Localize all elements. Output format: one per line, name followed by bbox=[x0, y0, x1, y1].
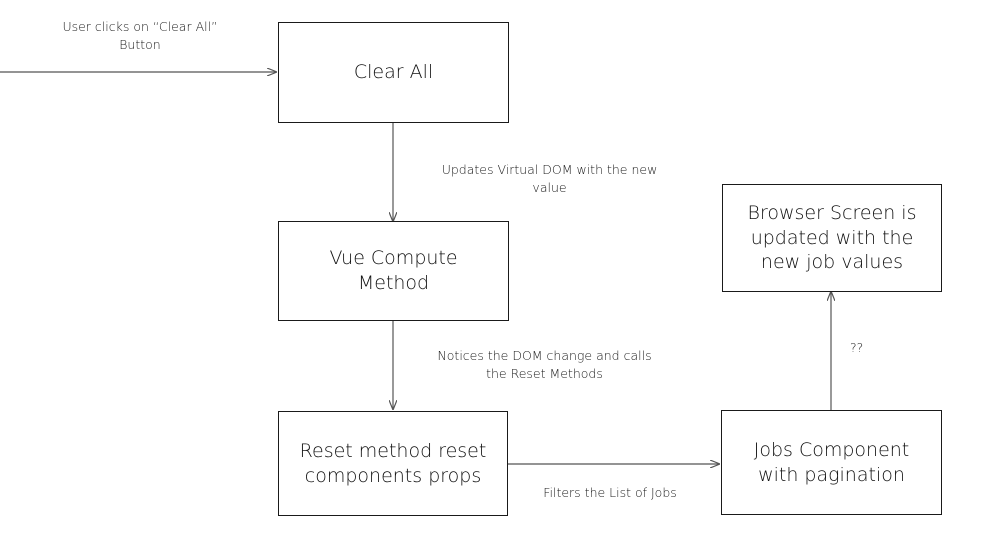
edge-label-unknown: ?? bbox=[850, 340, 864, 355]
node-browser-screen: Browser Screen is updated with the new j… bbox=[722, 184, 942, 292]
node-clear-all-label: Clear All bbox=[353, 61, 434, 84]
node-reset-method: Reset method reset components props bbox=[278, 411, 508, 516]
edge-label-user-click: User clicks on “Clear All” Button bbox=[62, 19, 218, 52]
node-jobs-component: Jobs Component with pagination bbox=[721, 410, 942, 515]
node-vue-compute-method: Vue Compute Method bbox=[278, 221, 509, 321]
node-browser-screen-label: Browser Screen is updated with the new j… bbox=[747, 201, 917, 274]
node-vue-compute-method-label: Vue Compute Method bbox=[329, 247, 458, 294]
node-clear-all: Clear All bbox=[278, 22, 509, 123]
node-jobs-component-label: Jobs Component with pagination bbox=[753, 438, 910, 486]
edge-label-updates-virtual-dom: Updates Virtual DOM with the new value bbox=[441, 162, 658, 195]
edge-label-notices-dom-change: Notices the DOM change and calls the Res… bbox=[437, 348, 652, 381]
edge-label-filters-jobs: Filters the List of Jobs bbox=[543, 485, 677, 500]
node-reset-method-label: Reset method reset components props bbox=[299, 439, 487, 487]
